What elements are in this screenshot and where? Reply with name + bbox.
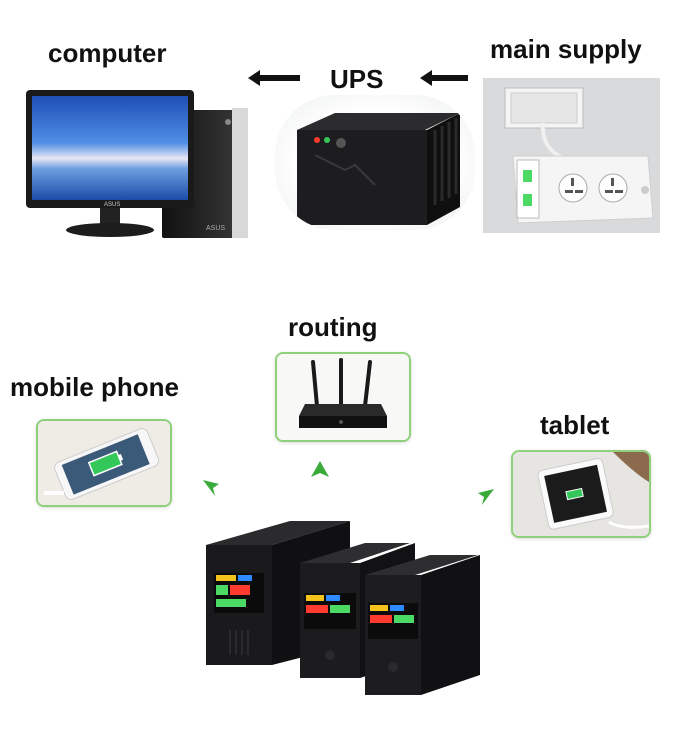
tablet-label: tablet — [540, 410, 610, 440]
router-image — [275, 352, 411, 442]
computer-label: computer — [48, 38, 167, 68]
mobile-phone-image — [36, 419, 172, 507]
tablet-image — [511, 450, 651, 538]
arrow-left-icon — [420, 70, 468, 86]
main-supply-label: main supply — [490, 34, 642, 64]
arrow-left-icon — [248, 70, 300, 86]
routing-label: routing — [288, 312, 378, 342]
arrow-up-right-icon — [478, 489, 494, 505]
ups-image — [275, 95, 475, 230]
ups-label: UPS — [330, 64, 384, 94]
arrow-up-icon — [311, 461, 329, 477]
ups-units-image — [200, 515, 490, 700]
arrow-up-left-icon — [203, 480, 219, 496]
mobile-phone-label: mobile phone — [10, 372, 179, 402]
computer-image: ASUS ASUS — [20, 80, 270, 245]
tower-brand: ASUS — [206, 225, 225, 232]
monitor-brand: ASUS — [104, 202, 120, 208]
power-strip-image — [483, 78, 660, 233]
